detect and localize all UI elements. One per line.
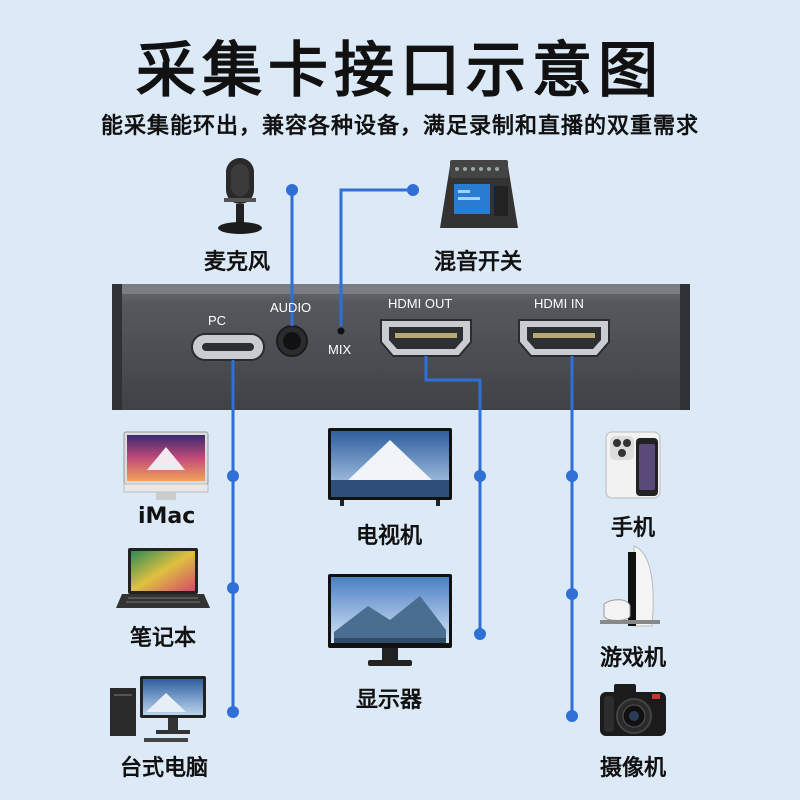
desktop-pc-icon: [110, 676, 206, 742]
hdmi-in-port: [518, 319, 610, 357]
label-desktop: 台式电脑: [120, 756, 209, 781]
imac-icon: [123, 431, 209, 500]
label-game-console: 游戏机: [600, 646, 667, 671]
line-mixer: [339, 188, 413, 326]
mixer-icon: [440, 160, 518, 228]
mix-hole: [337, 327, 345, 335]
page-title: 采集卡接口示意图: [136, 36, 664, 106]
label-monitor: 显示器: [356, 688, 423, 713]
game-console-icon: [600, 545, 660, 627]
microphone-icon: [218, 158, 262, 234]
label-laptop: 笔记本: [130, 626, 197, 651]
page-subtitle: 能采集能环出，兼容各种设备，满足录制和直播的双重需求: [100, 114, 699, 139]
connection-lines: [231, 188, 574, 716]
port-label-hdmi-out: HDMI OUT: [388, 296, 453, 311]
port-label-mix: MIX: [328, 342, 352, 357]
port-label-hdmi-in: HDMI IN: [534, 296, 584, 311]
label-phone: 手机: [611, 516, 656, 541]
laptop-icon: [116, 548, 210, 608]
hdmi-out-port: [380, 319, 472, 357]
port-label-pc: PC: [208, 313, 227, 328]
line-hdmi-out: [424, 356, 482, 634]
port-label-audio: AUDIO: [270, 300, 312, 315]
tv-icon: [328, 428, 452, 506]
label-mixer: 混音开关: [434, 250, 523, 275]
label-microphone: 麦克风: [204, 250, 271, 275]
label-tv: 电视机: [356, 524, 423, 549]
label-camera: 摄像机: [600, 756, 667, 781]
camera-icon: [600, 684, 666, 736]
connection-dots: [227, 184, 578, 722]
monitor-icon: [328, 574, 452, 666]
phone-icon: [605, 431, 661, 499]
label-imac: iMac: [138, 504, 196, 529]
